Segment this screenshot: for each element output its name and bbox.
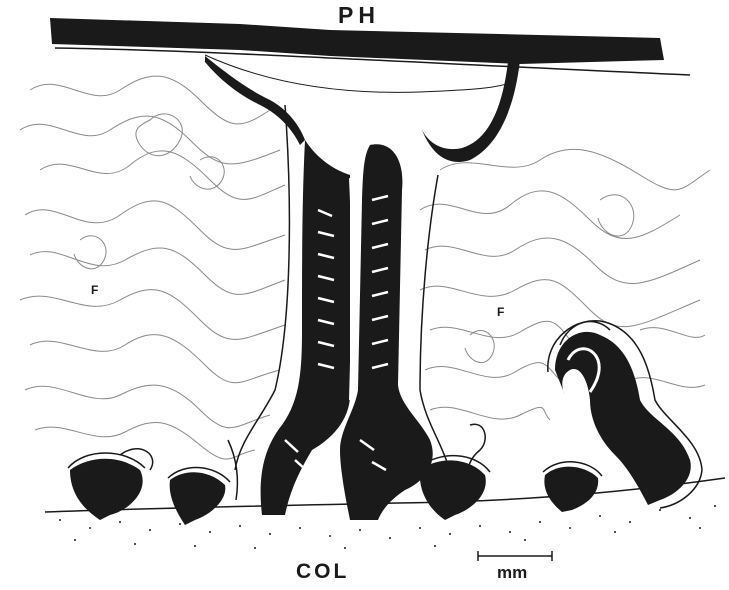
scale-label: mm xyxy=(497,563,527,583)
stalk-outline-right xyxy=(420,175,448,465)
stalk-outline xyxy=(235,105,289,470)
label-f-right: F xyxy=(497,305,504,319)
central-lumen xyxy=(352,178,354,400)
right-upper-lining xyxy=(422,60,520,162)
scale-bar xyxy=(478,551,552,561)
left-stalk-column xyxy=(261,140,351,515)
dotted-base-layer xyxy=(59,505,716,549)
label-col: COL xyxy=(296,560,349,584)
label-ph: PH xyxy=(338,2,380,29)
left-upper-lining xyxy=(205,56,305,145)
label-f-left: F xyxy=(91,283,98,297)
